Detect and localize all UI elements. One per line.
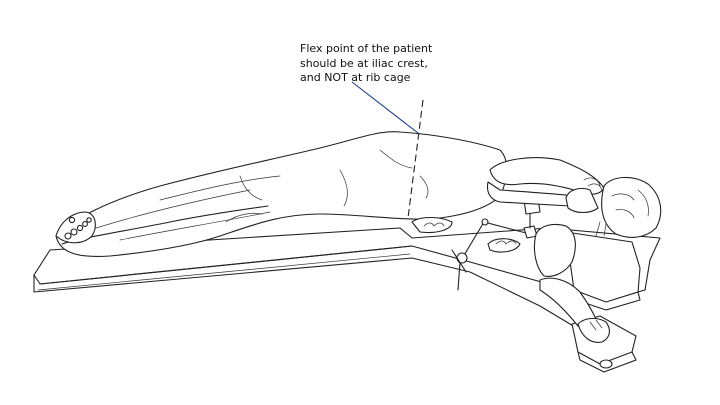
annotation-line-2: should be at iliac crest, [300, 57, 432, 72]
annotation-line-1: Flex point of the patient [300, 42, 432, 57]
annotation-line-3: and NOT at rib cage [300, 71, 432, 86]
flex-point-annotation: Flex point of the patient should be at i… [300, 42, 432, 86]
annotation-leader-line [352, 82, 418, 133]
